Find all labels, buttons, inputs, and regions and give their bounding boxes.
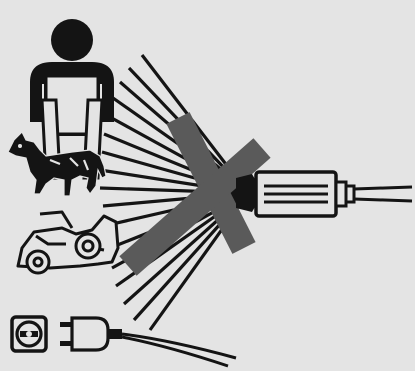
socket-icon bbox=[12, 317, 46, 351]
